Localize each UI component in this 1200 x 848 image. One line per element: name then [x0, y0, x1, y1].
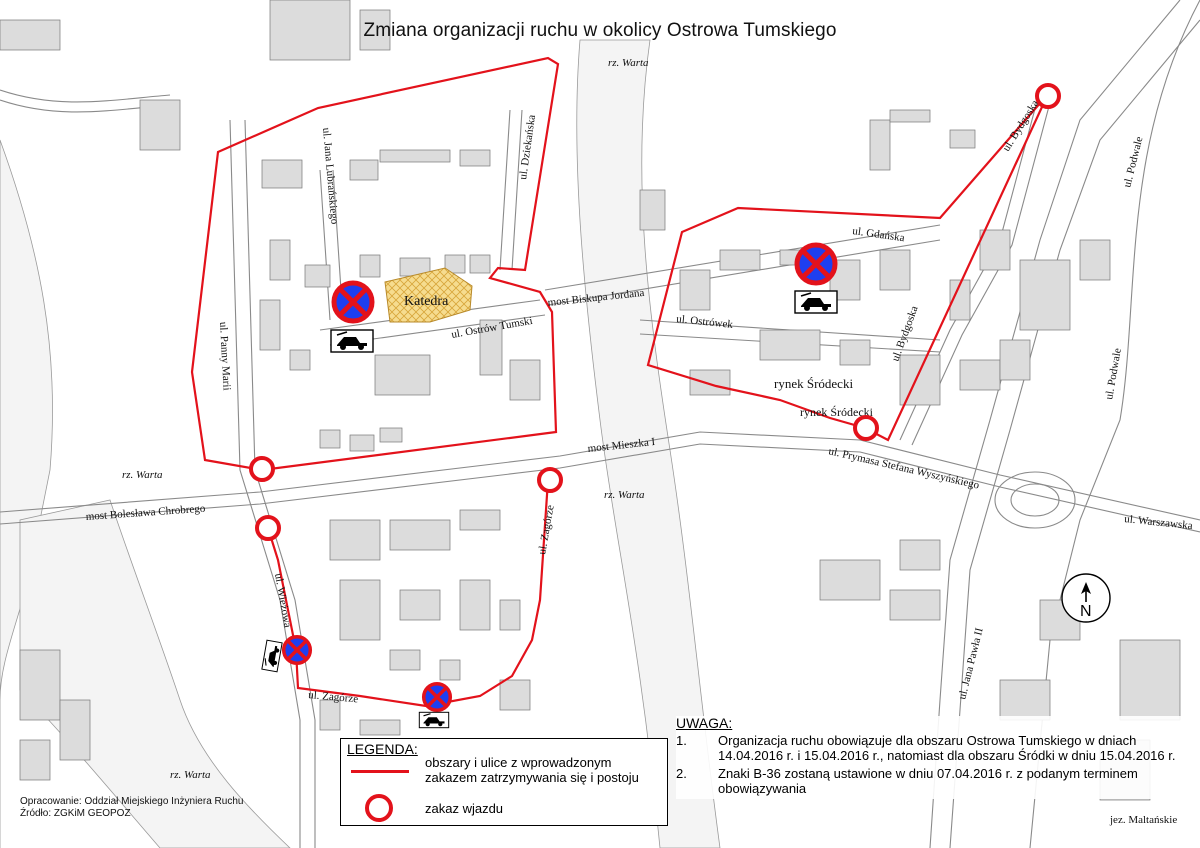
no-entry-icon [249, 456, 275, 482]
ostrow-tumski-area [190, 56, 560, 472]
cathedral-label: Katedra [404, 294, 449, 309]
legend-line-swatch [351, 770, 409, 773]
street-label-dziekanska: ul. Dziekańska [517, 114, 538, 181]
street-label-podwale-2: ul. Podwale [1103, 347, 1124, 400]
note-item: 2. Znaki B-36 zostaną ustawione w dniu 0… [676, 766, 1196, 796]
note-box: UWAGA: 1. Organizacja ruchu obowiązuje d… [676, 716, 1196, 799]
river-label-1: rz. Warta [608, 57, 649, 69]
note-text: Znaki B-36 zostaną ustawione w dniu 07.0… [718, 766, 1138, 796]
compass-icon: N [1061, 573, 1111, 623]
tow-away-icon [794, 290, 838, 314]
no-entry-icon [537, 467, 563, 493]
street-label-zagorze-2: ul. Zagórze [308, 689, 359, 705]
rynek-label-2: rynek Śródecki [800, 405, 874, 419]
srodka-area [646, 93, 1049, 442]
no-stopping-icon [281, 634, 313, 666]
no-stopping-icon [334, 283, 372, 321]
no-entry-icon [1035, 83, 1061, 109]
no-entry-icon [365, 794, 393, 822]
river-label-2: rz. Warta [122, 469, 163, 481]
street-label-maltanskie: jez. Maltańskie [1109, 814, 1177, 826]
page-title: Zmiana organizacji ruchu w okolicy Ostro… [363, 20, 837, 41]
tow-away-icon [418, 711, 450, 729]
street-label-zagorze-1: ul. Zagórze [536, 504, 557, 556]
street-label-bydgoska-1: ul. Bydgoska [1000, 98, 1041, 154]
river-label-3: rz. Warta [604, 489, 645, 501]
credits-line-2: Źródło: ZGKiM GEOPOZ [20, 808, 131, 819]
cathedral-area [384, 267, 473, 323]
legend-circle-text: zakaz wjazdu [425, 801, 504, 816]
tow-away-icon [330, 329, 374, 353]
street-label-bydgoska-2: ul. Bydgoska [890, 304, 921, 363]
no-stopping-icon [797, 245, 835, 283]
river-warta [0, 39, 721, 848]
no-stopping-icon [421, 681, 453, 713]
street-label-gdanska: ul. Gdańska [852, 225, 906, 244]
street-label-jana-pawla: ul. Jana Pawła II [956, 626, 985, 700]
credits-line-1: Opracowanie: Oddział Miejskiego Inżynier… [20, 796, 244, 807]
note-item: 1. Organizacja ruchu obowiązuje dla obsz… [676, 733, 1196, 763]
street-label-wyszynskiego: ul. Prymasa Stefana Wyszyńskiego [827, 445, 981, 492]
tow-away-icon [261, 639, 283, 673]
credits: Opracowanie: Oddział Miejskiego Inżynier… [20, 796, 243, 820]
street-label-podwale-1: ul. Podwale [1121, 135, 1145, 188]
legend-line-text: obszary i ulice z wprowadzonym zakazem z… [425, 755, 639, 785]
note-title: UWAGA: [676, 715, 733, 731]
compass-label: N [1080, 603, 1092, 620]
river-label-4: rz. Warta [170, 769, 211, 781]
note-number: 1. [676, 733, 687, 748]
street-label-panny-marii: ul. Panny Marii [217, 322, 233, 391]
street-label-wiezowa: ul. Wieżowa [272, 572, 293, 628]
legend-title: LEGENDA: [347, 741, 418, 757]
rynek-label-1: rynek Śródecki [774, 376, 853, 391]
no-entry-icon [255, 515, 281, 541]
no-entry-icon [853, 415, 879, 441]
legend: LEGENDA: obszary i ulice z wprowadzonym … [340, 738, 668, 826]
note-text: Organizacja ruchu obowiązuje dla obszaru… [718, 733, 1176, 763]
note-number: 2. [676, 766, 687, 781]
no-entry-signs [249, 83, 1061, 541]
street-label-ostrowek: ul. Ostrówek [676, 313, 734, 331]
